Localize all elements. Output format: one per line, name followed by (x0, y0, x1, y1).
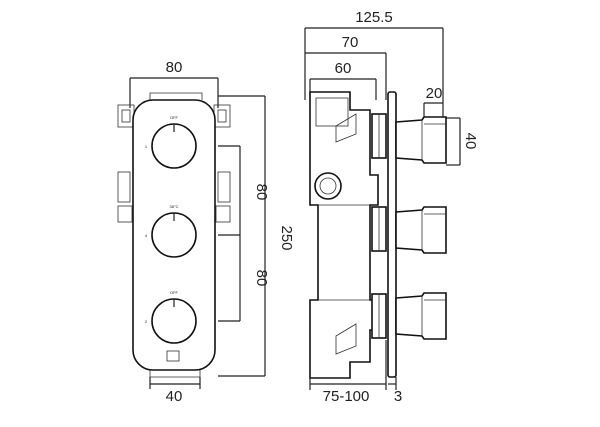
dimension-handle-height: 40 (446, 117, 479, 166)
side-inlet (314, 172, 342, 200)
knob-top: OFF 1 (145, 115, 197, 169)
dimension-overall-depth-label: 125.5 (355, 9, 393, 26)
dimension-width: 80 (129, 59, 219, 108)
dimension-overall-depth: 125.5 (304, 9, 444, 124)
knob-middle: 38°C 4 (145, 204, 197, 258)
valve-body (309, 91, 379, 379)
dimension-wall-depth: 75-100 (309, 340, 387, 405)
side-view: 125.5 70 60 20 40 (304, 9, 479, 405)
indicator-square (166, 350, 180, 362)
wall-plate (387, 91, 397, 378)
handle-top (395, 116, 447, 164)
knob-top-label: OFF (170, 115, 179, 120)
dimension-base: 40 (149, 377, 201, 405)
dimension-width-label: 80 (166, 59, 183, 76)
dimension-base-label: 40 (166, 388, 183, 405)
handle-middle (395, 206, 447, 254)
knob-bottom: OFF 2 (145, 290, 197, 344)
front-view: 80 OFF 1 38°C 4 (117, 59, 295, 405)
knob-middle-index: 4 (145, 233, 148, 238)
dimension-plate-thickness: 3 (388, 377, 402, 405)
dimension-handle-width: 20 (423, 85, 443, 118)
dimension-height: 250 (218, 95, 295, 377)
knob-top-index: 1 (145, 144, 148, 149)
dimension-wall-depth-label: 75-100 (323, 388, 370, 405)
dimension-plate-thickness-label: 3 (394, 388, 402, 405)
dimension-depth-70-label: 70 (342, 34, 359, 51)
dimension-height-label: 250 (278, 225, 295, 250)
dimension-depth-60-label: 60 (335, 60, 352, 77)
knob-bottom-label: OFF (170, 290, 179, 295)
dimension-depth-70: 70 (305, 34, 387, 100)
knob-middle-label: 38°C (170, 204, 179, 209)
dimension-handle-height-label: 40 (462, 133, 479, 150)
valve-collars (371, 113, 387, 339)
dimension-spacing-lower-label: 80 (253, 270, 270, 287)
dimension-handle-width-label: 20 (426, 85, 443, 102)
knob-bottom-index: 2 (145, 319, 148, 324)
dimension-spacing: 80 80 (218, 145, 270, 322)
dimension-spacing-upper-label: 80 (253, 184, 270, 201)
mounting-lugs (117, 92, 231, 378)
handle-bottom (395, 292, 447, 340)
